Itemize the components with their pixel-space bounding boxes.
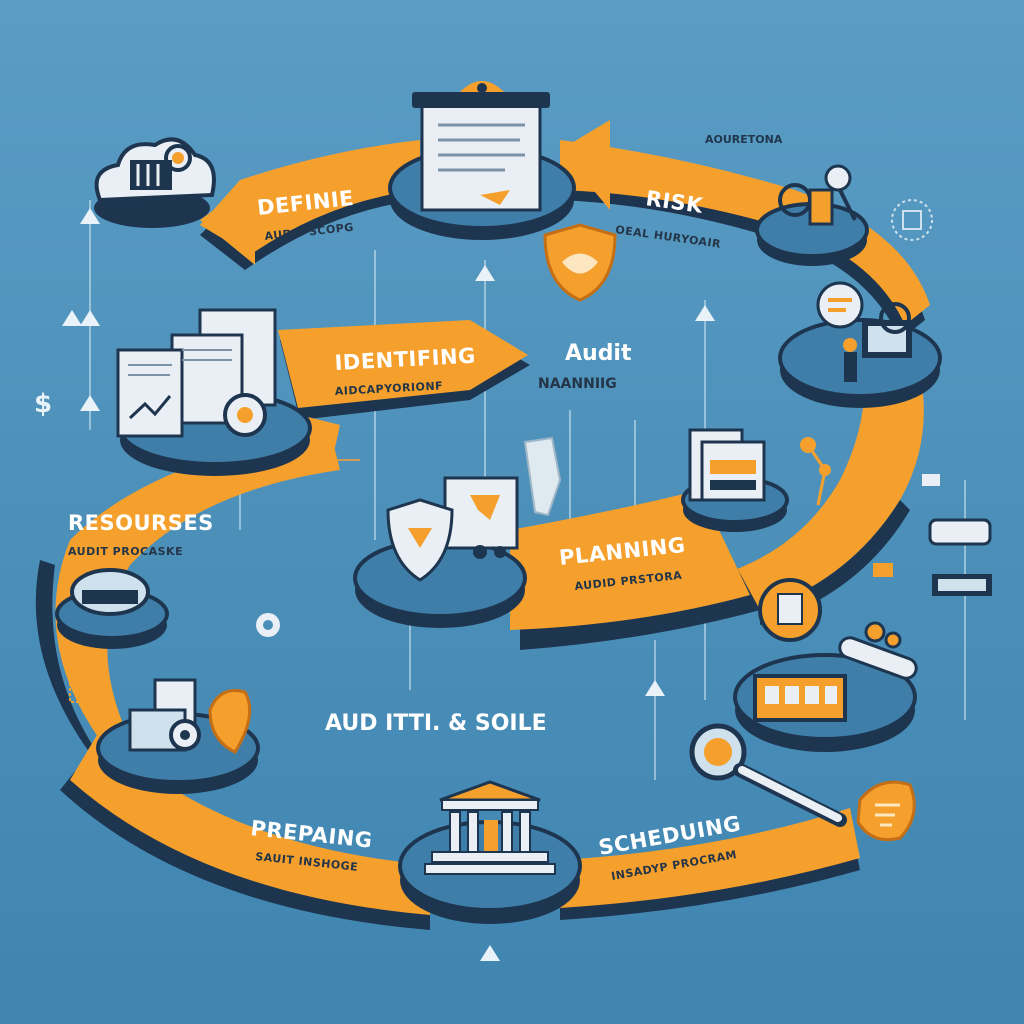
dollar-icon: $ — [34, 389, 52, 419]
center-subtitle: NAANNIIG — [538, 376, 617, 392]
tools-icon — [778, 164, 857, 226]
step-resources-title: RESOURSES — [68, 511, 214, 535]
reports-icon — [116, 308, 277, 438]
cloud-icon — [94, 137, 216, 203]
coins-icon — [873, 474, 992, 596]
top-right-caption: AOURETONA — [705, 133, 783, 146]
meeting-icon — [816, 281, 912, 382]
side-marks-icon — [69, 679, 107, 703]
train-icon — [753, 674, 847, 722]
folder-icon — [688, 428, 831, 506]
step-identifying-subtitle: AIDCAPYORIONF — [334, 379, 443, 398]
spiral-ribbon — [35, 120, 930, 930]
magnifier-icon — [758, 578, 918, 680]
step-resources-subtitle: AUDIT PROCASKE — [68, 545, 183, 558]
bottom-caption: AUD ITTI. & SOILE — [325, 711, 547, 736]
equipment-icon — [128, 678, 252, 754]
orange-dot-icon — [300, 455, 360, 465]
scanner-icon — [70, 568, 150, 616]
search-icon — [689, 723, 847, 827]
bank-icon — [424, 780, 556, 875]
shield-screen-icon — [386, 476, 519, 582]
shield-badge-icon — [543, 223, 617, 302]
paper-roll-icon — [523, 436, 562, 517]
gear-icon — [256, 613, 280, 637]
chart-badge-icon — [856, 780, 916, 842]
center-title: Audit — [565, 341, 632, 366]
document-icon — [412, 81, 550, 212]
grid-dots-icon — [891, 199, 933, 241]
